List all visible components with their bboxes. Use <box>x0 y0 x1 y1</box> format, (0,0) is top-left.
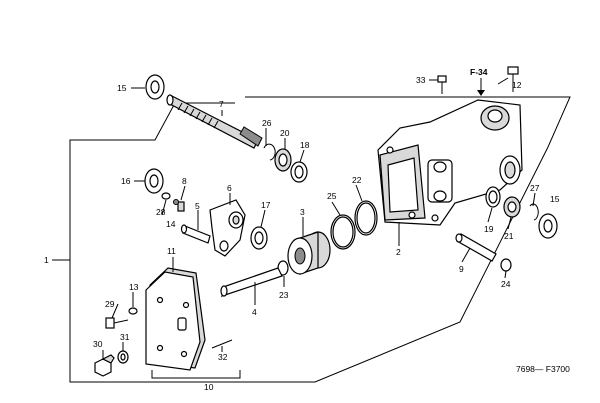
callout-25: 25 <box>327 191 337 201</box>
pin-5 <box>180 224 211 244</box>
callout-1: 1 <box>44 255 49 265</box>
seal-25 <box>330 214 356 250</box>
callout-18: 18 <box>300 140 310 150</box>
reference-arrow <box>477 78 485 96</box>
callout-14: 14 <box>166 219 176 229</box>
callout-19: 19 <box>484 224 494 234</box>
callout-16: 16 <box>121 176 131 186</box>
callout-12: 12 <box>512 80 522 90</box>
callout-7: 7 <box>219 99 224 109</box>
bolt-30 <box>94 354 115 377</box>
bolt-29 <box>105 317 129 329</box>
callout-24: 24 <box>501 279 511 289</box>
washer-15-left <box>145 74 165 100</box>
callout-27: 27 <box>530 183 540 193</box>
seal-18 <box>290 161 308 183</box>
washer-31 <box>117 350 129 364</box>
callout-4: 4 <box>252 307 257 317</box>
small-parts-8-14-28 <box>161 192 185 212</box>
callout-8: 8 <box>182 176 187 186</box>
washer-15-right <box>538 213 558 239</box>
assembly-boundary <box>69 96 571 383</box>
part-arm <box>209 199 246 257</box>
callout-31: 31 <box>120 332 130 342</box>
callout-22: 22 <box>352 175 362 185</box>
bolt-33 <box>437 75 447 94</box>
callout-28: 28 <box>156 207 166 217</box>
callout-15-right: 15 <box>550 194 560 204</box>
callout-26: 26 <box>262 118 272 128</box>
callout-20: 20 <box>280 128 290 138</box>
circlip-26 <box>263 143 276 161</box>
part-housing <box>377 99 523 226</box>
part-shaft <box>166 94 263 149</box>
callout-10-bracket <box>151 370 241 379</box>
ref-label: F-34 <box>470 67 488 77</box>
callout-11: 11 <box>167 246 176 256</box>
part-piston <box>287 231 331 275</box>
callout-9: 9 <box>459 264 464 274</box>
bearing-21 <box>503 196 521 218</box>
callout-5: 5 <box>195 201 200 211</box>
callout-15-left: 15 <box>117 83 127 93</box>
part-cover <box>145 267 206 371</box>
callout-23: 23 <box>279 290 289 300</box>
callout-32: 32 <box>218 352 228 362</box>
oring-24 <box>500 258 512 272</box>
pin-9 <box>455 233 497 262</box>
callout-17: 17 <box>261 200 271 210</box>
callout-3: 3 <box>300 207 305 217</box>
bearing-20 <box>274 148 292 172</box>
washer-16 <box>144 168 164 194</box>
callout-10: 10 <box>204 382 214 392</box>
oring-19 <box>485 186 501 208</box>
callout-29: 29 <box>105 299 115 309</box>
callout-2: 2 <box>396 247 401 257</box>
washer-13 <box>128 307 138 315</box>
callout-21: 21 <box>504 231 514 241</box>
callout-6: 6 <box>227 183 232 193</box>
washer-17 <box>250 226 268 250</box>
leader-lines <box>102 77 536 360</box>
circlip-27 <box>529 203 539 221</box>
part-pin-4 <box>220 267 283 297</box>
pin-32 <box>211 339 233 349</box>
drawing-code: 7698— F3700 <box>516 364 570 374</box>
bolt-12 <box>507 66 519 92</box>
callout-33: 33 <box>416 75 426 85</box>
callout-30: 30 <box>93 339 103 349</box>
callout-13: 13 <box>129 282 139 292</box>
seal-22 <box>354 200 378 236</box>
